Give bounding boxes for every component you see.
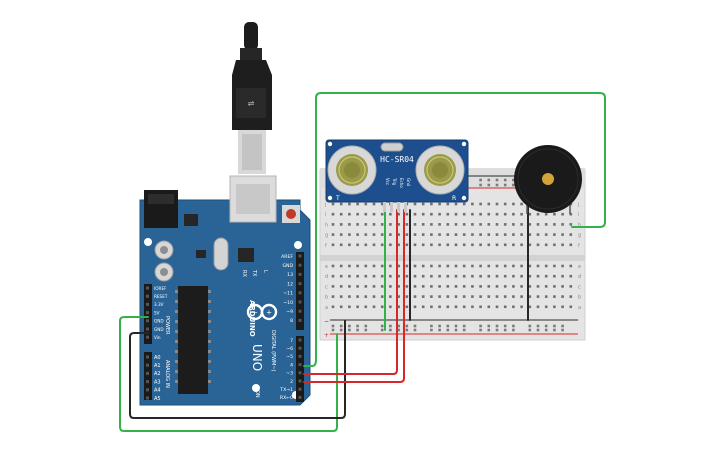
row-letter: f [578,243,580,249]
wire-green-5v [119,316,338,432]
power-pin-label: RESET [154,294,168,299]
on-label: ON [254,390,260,398]
row-letter: e [325,264,328,270]
svg-text:−: − [252,309,258,317]
analog-pin-label: A5 [154,396,161,402]
row-letter: j [324,202,326,208]
analog-header [144,352,152,400]
rail-minus-label: − [324,318,329,325]
row-letter: b [578,295,581,301]
sensor-pin-label: Echo [399,178,404,188]
row-letter: h [325,222,328,228]
row-letter: h [578,222,581,228]
row-letter: c [325,284,328,290]
wire-green-loop [303,92,606,367]
receiver-right [415,145,465,195]
tx-label: TX [251,269,257,277]
wires [119,92,606,432]
usb-cable: ⇌ [232,22,272,174]
digital-pin-label: ~9 [286,309,293,315]
digital-pin-label: RX←0 [280,395,293,401]
power-pin-label: 5V [154,310,160,315]
power-pin-label: IOREF [154,286,167,291]
wire-black-gnd [129,320,346,419]
sensor-pin-label: Trig [392,177,397,186]
row-letter: i [578,212,579,218]
analog-header-label: ANALOG IN [164,360,170,388]
sensor-t-mark: T [335,195,340,202]
power-pin-labels: IOREF RESET 3.3V 5V GND GND Vin [146,286,168,340]
sensor-r-mark: R [452,195,456,202]
arduino-brand-text: ARDUINO [248,300,256,337]
arduino-logo: − + [246,303,278,321]
row-letter: b [325,295,328,301]
row-letter: i [325,212,326,218]
power-pin-label: 3.3V [154,302,164,307]
digital-pin-labels: AREF GND 13 12 ~11 ~10 ~9 8 7 ~6 ~5 4 ~3 2TX→1RX←0 [279,254,302,401]
digital-header-lower [296,336,304,402]
atmega-chip [178,286,208,394]
row-letter: c [578,284,581,290]
digital-pin-label: GND [282,263,293,269]
buzzer-center [542,173,554,185]
rail-plus-label: + [324,332,329,339]
analog-pin-label: A1 [154,363,161,369]
row-letter: a [578,305,581,311]
analog-pin-label: A3 [154,379,161,385]
breadboard-holes [331,178,573,332]
digital-pin-label: ~3 [286,371,293,377]
svg-text:⇌: ⇌ [248,99,255,108]
digital-pin-label: 12 [287,281,293,287]
digital-pin-label: ~6 [286,346,293,352]
sensor-pin-label: Gnd [406,178,411,187]
arduino-uno-board: − + ARDUINO UNO TX RX L ON POWER ANALOG … [139,175,311,406]
digital-pin-label: 13 [287,272,293,278]
svg-text:+: + [266,309,272,317]
row-letter: g [578,233,581,239]
analog-pin-label: A0 [154,355,161,361]
power-pin-label: Vin [154,335,161,340]
arduino-model-text: UNO [250,344,264,371]
analog-pin-label: A2 [154,371,161,377]
power-header-label: POWER [164,316,170,335]
wire-red-trig [303,209,398,375]
row-letter: d [578,274,581,280]
row-letter: e [578,264,581,270]
digital-header-label: DIGITAL (PWM~) [270,330,276,372]
digital-pin-label: 2 [290,379,293,385]
digital-pin-label: 8 [290,318,293,324]
digital-pin-label: TX→1 [279,387,293,393]
row-letter: g [325,233,328,239]
row-letter: f [325,243,327,249]
wire-red-echo [303,209,405,383]
l-label: L [262,270,268,273]
sensor-pin-label: Vcc [385,178,390,185]
row-letter: a [325,305,328,311]
digital-pin-label: ~5 [286,354,293,360]
digital-pin-label: 7 [290,338,293,344]
digital-pin-label: 4 [290,362,293,368]
transmitter-left [327,145,377,195]
row-letter: d [325,274,328,280]
digital-pin-label: ~11 [283,291,293,297]
row-letter: j [577,202,579,208]
power-pin-label: GND [154,327,164,332]
analog-pin-label: A4 [154,388,161,394]
digital-header-upper [296,252,304,330]
piezo-buzzer [514,145,582,214]
digital-pin-label: AREF [281,254,293,260]
digital-pin-label: ~10 [283,300,293,306]
power-pin-label: GND [154,319,164,324]
sensor-model-text: HC-SR04 [380,155,414,164]
rx-label: RX [241,270,247,277]
